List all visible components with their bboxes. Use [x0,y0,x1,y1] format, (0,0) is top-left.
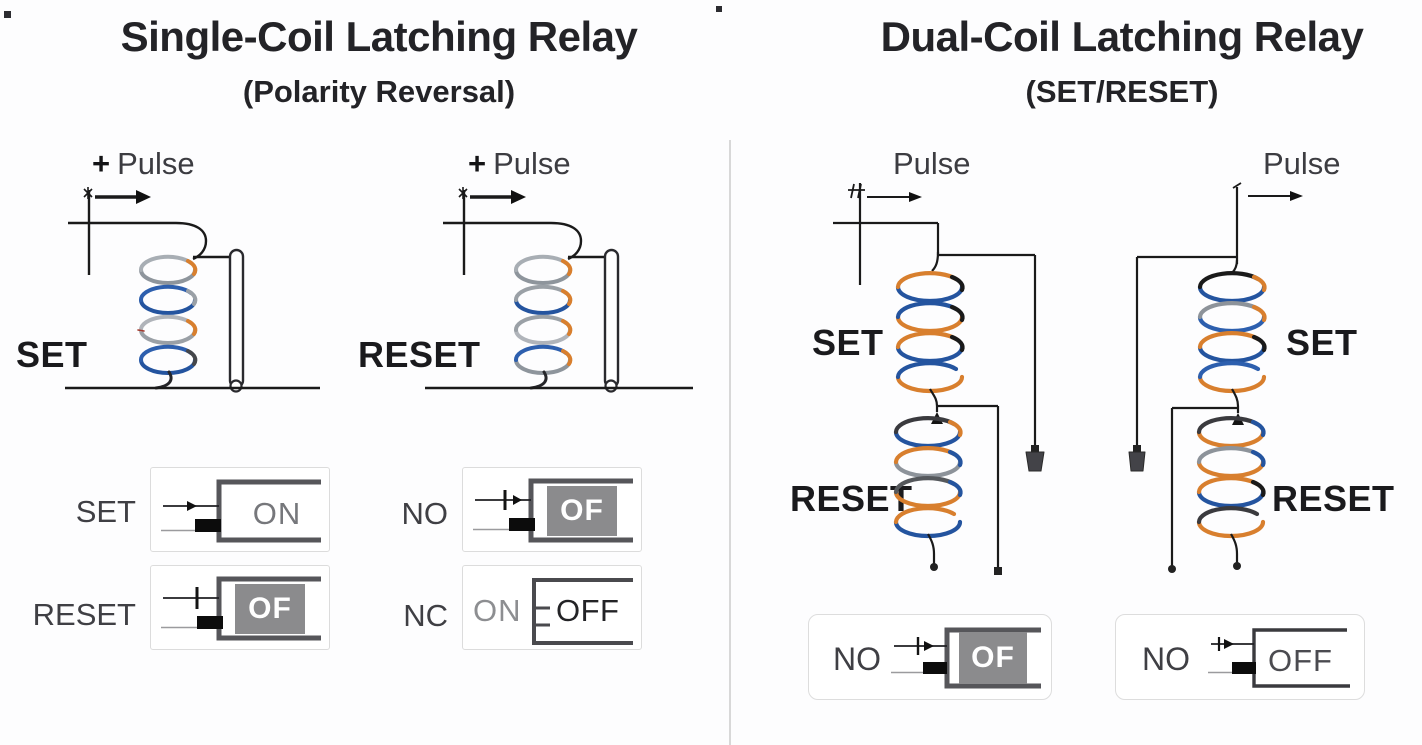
junction-wires [929,388,1000,568]
truth-box-dual-no-off: NO OF [808,614,1052,700]
contact-arrow [924,641,934,651]
reset-tail-wire [1230,533,1239,563]
panel-divider [729,140,731,745]
set-coil [1197,271,1267,394]
truth-label-set: SET [75,494,136,529]
plug-connector [1025,445,1045,472]
contact-schematic [532,578,633,645]
dual-coil-left-diagram [833,183,1045,575]
contact-block [1232,662,1256,674]
contact-schematic [161,479,321,543]
state-off-text: OFF [556,593,620,628]
supply-wires [443,190,605,275]
contact-arrow [1224,639,1234,649]
junction-wires [1170,388,1240,566]
contact-arrow [513,495,522,505]
contact-block [923,662,947,674]
state-off-badge: OF [235,584,305,634]
state-off-text: OFF [1268,643,1333,678]
plus-sign: + [468,146,487,181]
reset-coil [1196,416,1266,539]
coil-label-reset: RESET [358,334,481,375]
relay-frame-bracket [216,479,321,543]
contact-schematic [891,627,1041,689]
left-panel-title: Single-Coil Latching Relay [120,13,638,60]
armature-capsule [228,248,245,393]
coil [137,254,198,390]
coil [513,254,573,390]
state-on-text: ON [252,496,302,531]
pulse-label-dual-left: Pulse [893,146,971,181]
terminal-dot [1168,565,1176,573]
right-panel-title: Dual-Coil Latching Relay [880,13,1364,60]
left-panel-subtitle: (Polarity Reversal) [242,74,516,109]
relay-frame-bracket [532,578,633,645]
relay-frame-bracket [1252,628,1350,688]
state-off-badge: OF [547,486,617,536]
right-panel-subtitle: (SET/RESET) [1025,74,1219,109]
truth-box-dual-no-off2: NO OFF [1115,614,1365,700]
dual-right-reset-label: RESET [1272,478,1395,519]
terminal-dot [930,563,938,571]
contact-block [195,519,221,532]
coil-label-set: SET [16,334,88,375]
pulse-label-dual-right: Pulse [1263,146,1341,181]
single-coil-reset-diagram [425,187,693,393]
truth-box-set-on: ON [150,467,330,552]
truth-label-no: NO [833,641,881,677]
corner-mark-right [716,6,722,12]
pulse-label-set: +Pulse [92,146,195,181]
plus-sign: + [92,146,111,181]
reset-coil [893,416,963,539]
state-off-badge: OF [959,632,1027,684]
contact-schematic [161,576,321,641]
dual-coil-right-diagram [1128,182,1303,573]
single-coil-set-diagram [65,187,320,393]
contact-arrow [187,501,197,511]
truth-label-no: NO [1142,641,1190,677]
truth-label-nc: NC [403,598,448,633]
relay-frame-bracket [216,576,321,641]
bracket-stubs [534,606,550,627]
truth-box-reset-off: OF [150,565,330,650]
relay-frame-bracket [944,627,1041,689]
terminal-square [994,567,1002,575]
pulse-arrow [83,187,151,204]
truth-label-reset: RESET [32,597,136,632]
contact-block [197,616,223,629]
supply-wires [1135,187,1239,448]
contact-block [509,518,535,531]
dual-right-set-label: SET [1286,322,1358,363]
dual-left-set-label: SET [812,322,884,363]
contact-schematic [473,478,633,543]
set-coil [895,271,965,394]
pulse-arrow [458,187,526,204]
contact-schematic [1208,628,1350,688]
dual-left-reset-label: RESET [790,478,913,519]
reset-tail-wire [927,533,936,564]
state-on-gray-text: ON [473,593,522,628]
corner-mark-left [4,11,11,18]
truth-box-nc-onoff: ON OFF [462,565,642,650]
supply-wires [833,183,1037,448]
plug-connector [1128,445,1146,472]
armature-capsule [603,248,620,393]
supply-wires [68,190,230,275]
truth-box-no-off: OF [462,467,642,552]
pulse-label-reset: +Pulse [468,146,571,181]
relay-frame-bracket [528,478,633,543]
terminal-dot [1233,562,1241,570]
truth-label-no: NO [401,496,449,531]
pulse-arrow [1232,182,1303,201]
